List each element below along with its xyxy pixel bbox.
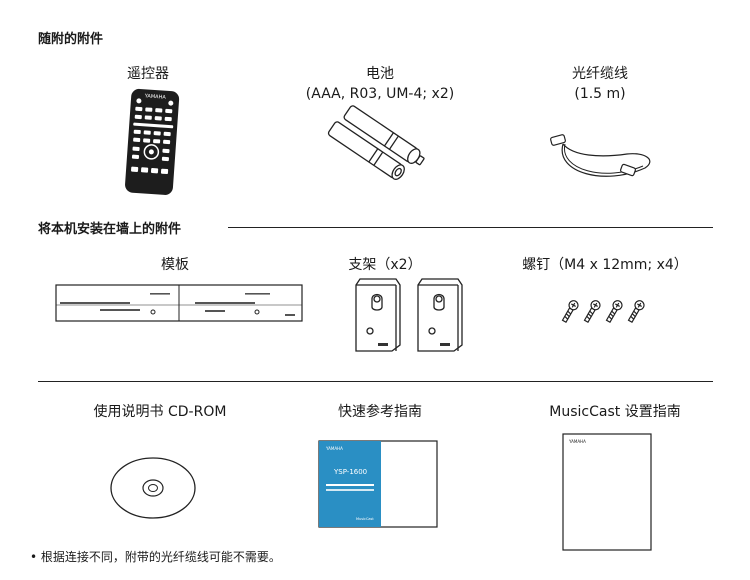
remote-control-illustration: YAMAHA <box>125 88 180 195</box>
optical-cable-length: (1.5 m) <box>574 86 626 102</box>
battery-spec: (AAA, R03, UM-4; x2) <box>305 86 455 102</box>
setup-guide-brand: YAMAHA <box>568 439 586 444</box>
remote-control-label: 遥控器 <box>127 66 169 82</box>
footnote: • 根据连接不同，附带的光纤缆线可能不需要。 <box>30 550 281 564</box>
cd-rom-label: 使用说明书 CD-ROM <box>93 404 227 420</box>
setup-guide-label: MusicCast 设置指南 <box>549 404 681 420</box>
remote-brand: YAMAHA <box>144 93 167 101</box>
section-divider-line <box>228 227 713 228</box>
quick-guide-illustration: YAMAHA YSP-1600 MusicCast <box>318 440 438 528</box>
section-divider-line-2 <box>38 381 713 382</box>
setup-guide-illustration: YAMAHA <box>562 433 652 551</box>
optical-cable-label: 光纤缆线 (1.5 m) <box>540 64 660 104</box>
batteries-illustration <box>327 105 425 180</box>
battery-title: 电池 <box>366 66 394 82</box>
section-heading-supplied-accessories: 随附的附件 <box>38 32 104 47</box>
quick-guide-label: 快速参考指南 <box>338 404 422 420</box>
bracket-label: 支架（x2） <box>348 257 422 273</box>
optical-cable-illustration <box>550 134 651 177</box>
quick-guide-brand: YAMAHA <box>325 446 343 451</box>
wall-brackets-illustration <box>355 278 463 352</box>
cd-rom-illustration <box>110 457 196 519</box>
wall-template-illustration <box>55 284 303 322</box>
screws-illustration <box>561 300 645 324</box>
section-heading-wall-mount-accessories: 将本机安装在墙上的附件 <box>38 222 182 237</box>
quick-guide-model: YSP-1600 <box>333 468 367 476</box>
quick-guide-series: MusicCast <box>356 517 374 521</box>
template-label: 模板 <box>161 257 189 273</box>
battery-label: 电池 (AAA, R03, UM-4; x2) <box>290 64 470 104</box>
optical-cable-title: 光纤缆线 <box>572 66 628 82</box>
screw-label: 螺钉（M4 x 12mm; x4） <box>522 257 688 273</box>
